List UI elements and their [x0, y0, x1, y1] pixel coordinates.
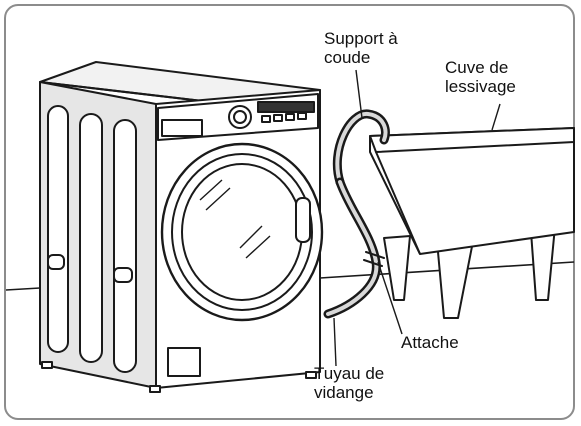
- leader-support: [356, 70, 362, 118]
- label-elbow-support: Support à coude: [324, 29, 398, 67]
- washer-icon: [40, 62, 322, 392]
- leader-cuve: [492, 104, 500, 130]
- label-tie-strap: Attache: [401, 333, 459, 352]
- tub-icon: [370, 128, 574, 318]
- label-laundry-tub: Cuve de lessivage: [445, 58, 516, 96]
- label-drain-hose: Tuyau de vidange: [314, 364, 384, 402]
- leader-tuyau: [334, 318, 336, 366]
